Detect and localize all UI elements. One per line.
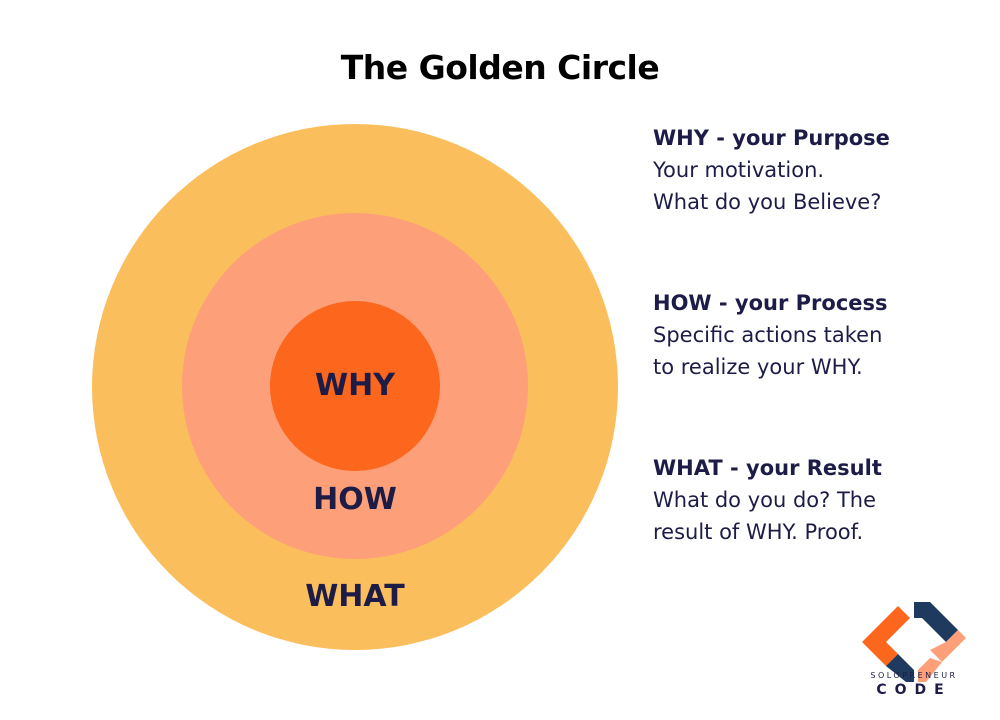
why-circle — [270, 301, 440, 471]
what-label: WHAT — [305, 579, 405, 614]
why-description: WHY - your Purpose Your motivation. What… — [653, 122, 973, 218]
how-description-line: to realize your WHY. — [653, 355, 863, 379]
logo-orange-left-shape — [862, 606, 910, 666]
what-description: WHAT - your Result What do you do? The r… — [653, 452, 973, 548]
what-description-line: result of WHY. Proof. — [653, 520, 864, 544]
logo-navy-bottom-shape — [886, 654, 914, 682]
why-description-line: What do you Believe? — [653, 190, 882, 214]
what-description-heading: WHAT - your Result — [653, 456, 882, 480]
why-label: WHY — [315, 368, 395, 403]
what-description-line: What do you do? The — [653, 488, 877, 512]
logo-navy-top-shape — [914, 602, 958, 642]
why-description-line: Your motivation. — [653, 158, 825, 182]
how-description: HOW - your Process Specific actions take… — [653, 287, 973, 383]
how-description-line: Specific actions taken — [653, 323, 883, 347]
logo-peach-bottom-shape — [918, 658, 942, 682]
solopreneur-code-logo-icon — [862, 602, 966, 682]
how-description-heading: HOW - your Process — [653, 291, 888, 315]
logo-text-solopreneur: SOLOPRENEUR — [870, 671, 958, 680]
logo-text-code: CODE — [876, 682, 952, 698]
logo-peach-right-shape — [930, 630, 966, 662]
how-label: HOW — [313, 482, 397, 517]
page-title: The Golden Circle — [340, 48, 660, 87]
why-description-heading: WHY - your Purpose — [653, 126, 890, 150]
